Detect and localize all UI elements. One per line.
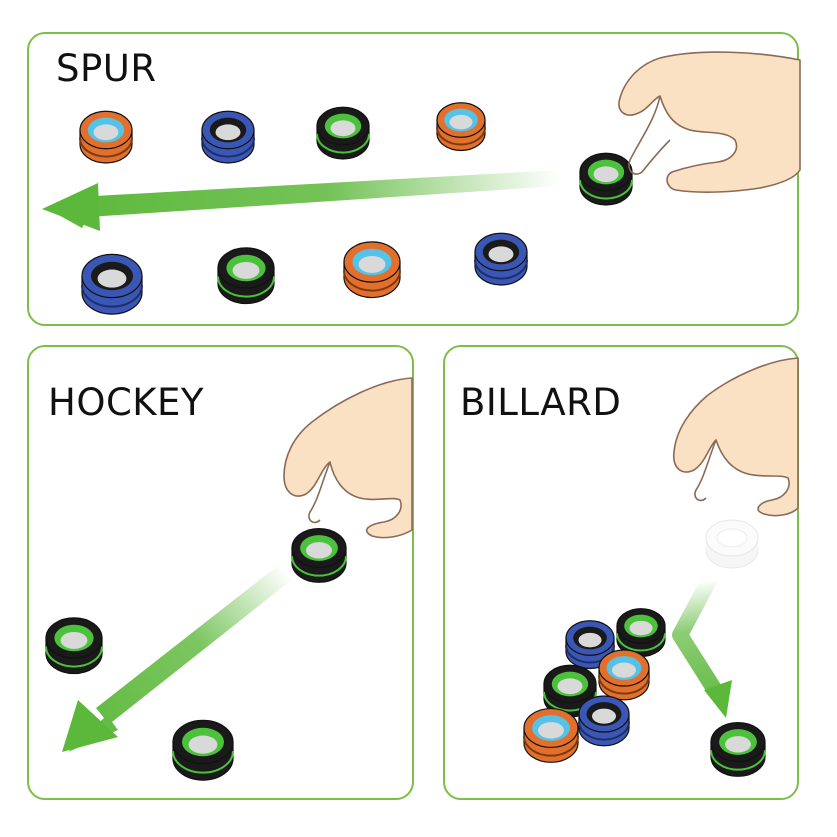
magnetic-ring-icon — [436, 102, 486, 152]
magnetic-ring-icon — [474, 232, 528, 286]
magnetic-ring-icon — [616, 608, 666, 658]
magnetic-ring-icon — [705, 519, 759, 569]
magnetic-ring-icon — [291, 527, 347, 583]
panel-title-spur: SPUR — [56, 47, 157, 90]
magnetic-ring-icon — [201, 110, 255, 164]
hand-flick-icon — [283, 377, 413, 539]
magnetic-ring-icon — [565, 620, 615, 670]
magnetic-ring-icon — [598, 649, 650, 701]
magnetic-ring-icon — [710, 721, 766, 777]
magnetic-ring-icon — [45, 617, 103, 675]
motion-arrow-icon — [42, 170, 560, 231]
panel-title-billard: BILLARD — [460, 381, 622, 424]
magnetic-ring-icon — [578, 695, 630, 747]
panel-title-hockey: HOCKEY — [48, 381, 205, 424]
hand-flick-icon — [618, 51, 801, 193]
magnetic-ring-icon — [79, 110, 133, 164]
magnetic-ring-icon — [172, 719, 234, 781]
magnetic-ring-icon — [343, 241, 401, 299]
hand-flick-icon — [672, 357, 799, 517]
magnetic-ring-icon — [579, 152, 633, 206]
ring-group — [45, 102, 766, 781]
magnetic-ring-icon — [316, 106, 370, 160]
motion-arrow-icon — [62, 560, 294, 752]
magnetic-ring-icon — [81, 253, 143, 315]
magnetic-ring-icon — [217, 247, 275, 305]
magnetic-ring-icon — [523, 707, 579, 763]
motion-arrow-icon — [672, 571, 732, 718]
